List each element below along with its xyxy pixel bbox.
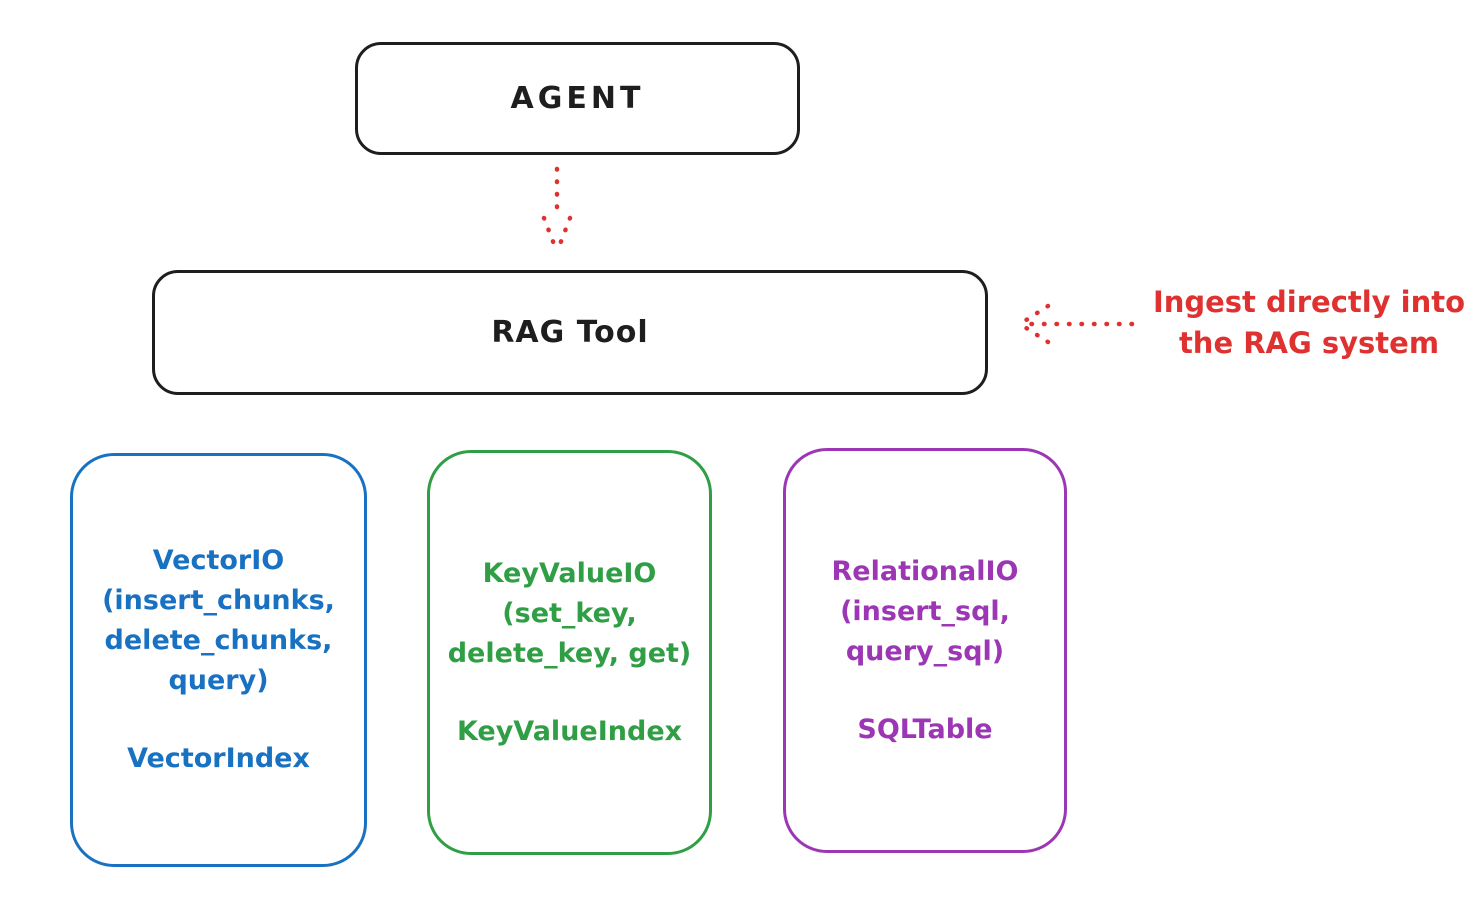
vector-index-label: VectorIndex bbox=[127, 743, 310, 774]
keyvalue-index-label: KeyValueIndex bbox=[456, 715, 683, 747]
keyvalue-io-title: KeyValueIO bbox=[482, 557, 657, 589]
node-agent-label: AGENT bbox=[510, 81, 645, 116]
sql-table-label: SQLTable bbox=[857, 713, 993, 745]
vector-io-method-line1: (insert_chunks, bbox=[102, 585, 335, 616]
relational-io-title: RelationalIO bbox=[831, 555, 1019, 587]
ingest-annotation-line2: the RAG system bbox=[1178, 326, 1440, 360]
node-rag-tool: RAG Tool bbox=[152, 270, 988, 395]
node-vector-io: VectorIO (insert_chunks, delete_chunks, … bbox=[70, 453, 367, 867]
ingest-annotation-line1: Ingest directly into bbox=[1152, 285, 1466, 319]
relational-io-method-line1: (insert_sql, bbox=[840, 595, 1010, 627]
node-agent: AGENT bbox=[355, 42, 800, 155]
relational-io-method-line2: query_sql) bbox=[845, 635, 1005, 667]
vector-io-title: VectorIO bbox=[152, 545, 285, 576]
vector-io-method-line2: delete_chunks, bbox=[104, 625, 333, 656]
node-relational-io: RelationalIO (insert_sql, query_sql) SQL… bbox=[783, 448, 1067, 853]
vector-io-method-line3: query) bbox=[168, 665, 269, 696]
keyvalue-io-method-line2: delete_key, get) bbox=[447, 637, 692, 669]
node-rag-tool-label: RAG Tool bbox=[491, 315, 649, 350]
ingest-annotation: Ingest directly into the RAG system bbox=[1138, 282, 1480, 364]
keyvalue-io-method-line1: (set_key, bbox=[502, 597, 637, 629]
agent-to-ragtool-arrow bbox=[541, 166, 573, 255]
node-keyvalue-io: KeyValueIO (set_key, delete_key, get) Ke… bbox=[427, 450, 712, 855]
ingest-to-ragtool-arrow bbox=[1017, 303, 1135, 345]
